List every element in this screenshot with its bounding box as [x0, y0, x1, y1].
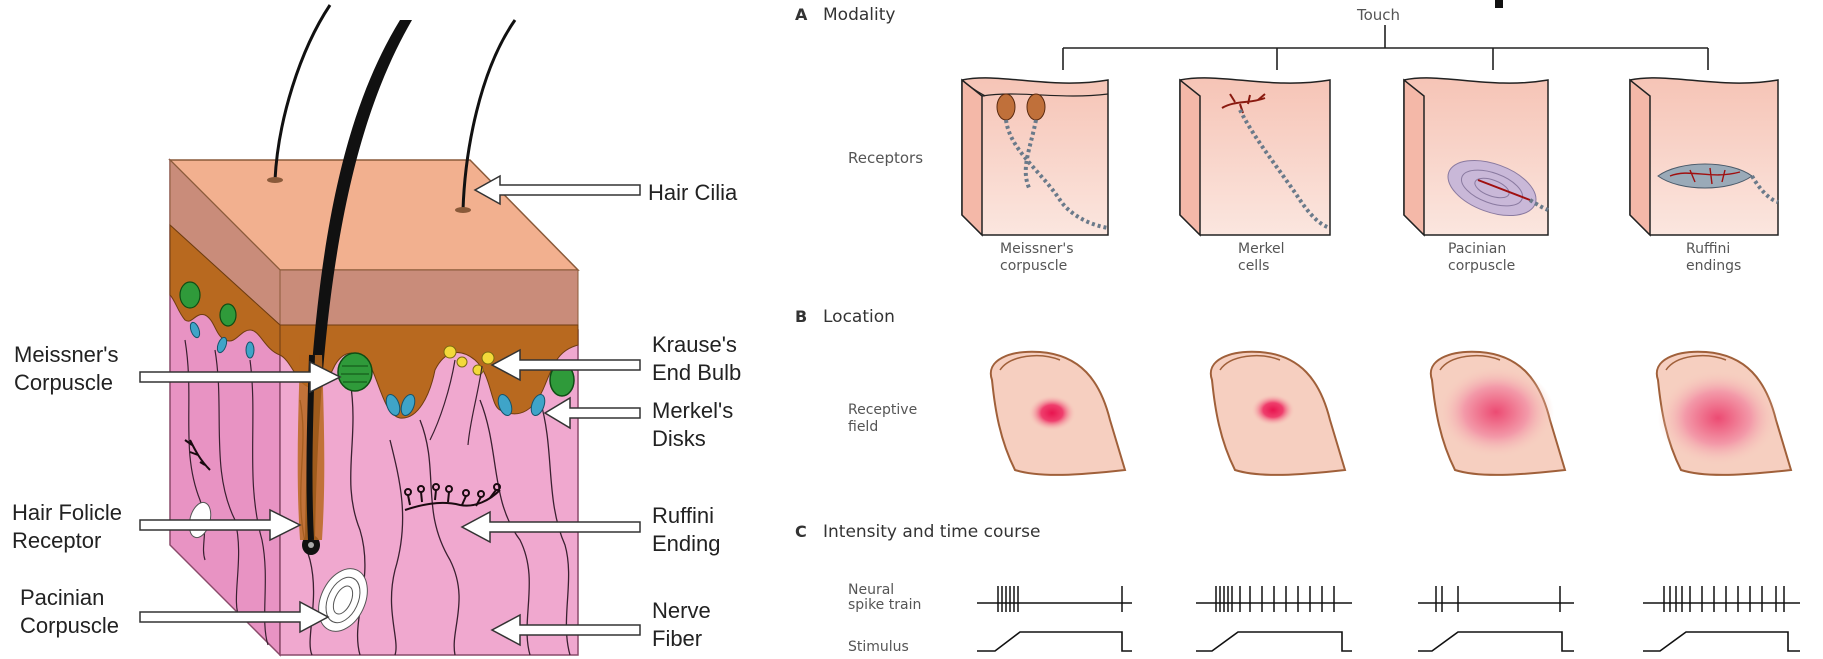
arrow-hair-cilia: [475, 176, 640, 204]
tile-merkel: [1180, 78, 1330, 235]
receptive-field-label-1: Receptive: [848, 402, 917, 418]
section-a-letter: A: [795, 5, 808, 24]
section-c-title: Intensity and time course: [823, 522, 1040, 542]
stimulus-label: Stimulus: [848, 639, 909, 655]
label-meissner-2: Corpuscle: [14, 370, 113, 395]
thin-hair-1: [275, 5, 330, 180]
label-merkel-2: Disks: [652, 426, 706, 451]
label-nerve-1: Nerve: [652, 598, 711, 623]
receptors-row-label: Receptors: [848, 149, 923, 167]
modality-tree: [1063, 25, 1708, 70]
stimulus-traces: [977, 632, 1800, 651]
caption-pacinian-1: Pacinian: [1448, 241, 1506, 257]
spike-train-4: [1643, 586, 1800, 612]
label-hair-follicle-2: Receptor: [12, 528, 101, 553]
caption-meissner-1: Meissner's: [1000, 241, 1074, 257]
corner-mark: [1495, 0, 1503, 8]
stimulus-1: [977, 632, 1132, 651]
label-merkel-1: Merkel's: [652, 398, 733, 423]
tile-ruffini: [1630, 78, 1778, 235]
label-meissner-1: Meissner's: [14, 342, 118, 367]
spike-train-1: [977, 586, 1132, 612]
label-hair-cilia: Hair Cilia: [648, 180, 738, 205]
label-krause-1: Krause's: [652, 332, 737, 357]
spike-train-label-1: Neural: [848, 582, 894, 598]
touch-root: Touch: [1356, 6, 1400, 24]
spike-train-2: [1196, 586, 1352, 612]
stimulus-4: [1643, 632, 1800, 651]
receptive-field-label-2: field: [848, 419, 878, 435]
spike-train-3: [1418, 586, 1574, 612]
fingertip-1: [991, 352, 1125, 475]
stimulus-3: [1418, 632, 1574, 651]
section-a-title: Modality: [823, 5, 895, 25]
label-hair-follicle-1: Hair Folicle: [12, 500, 122, 525]
caption-merkel-1: Merkel: [1238, 241, 1285, 257]
label-nerve-2: Fiber: [652, 626, 702, 651]
spike-trains: [977, 586, 1800, 612]
caption-pacinian-2: corpuscle: [1448, 258, 1515, 274]
skin-block: [170, 5, 578, 655]
spike-train-label-2: spike train: [848, 597, 921, 613]
label-ruffini-2: Ending: [652, 531, 721, 556]
fingertip-3: [1431, 352, 1565, 475]
caption-meissner-2: corpuscle: [1000, 258, 1067, 274]
stimulus-2: [1196, 632, 1352, 651]
section-c-letter: C: [795, 522, 807, 541]
label-ruffini-1: Ruffini: [652, 503, 714, 528]
caption-ruffini-2: endings: [1686, 258, 1741, 274]
fingertips: [991, 352, 1791, 475]
tile-pacinian: [1404, 78, 1548, 235]
label-pacinian-2: Corpuscle: [20, 613, 119, 638]
fingertip-4: [1657, 352, 1791, 475]
fingertip-2: [1211, 352, 1345, 475]
section-b-title: Location: [823, 307, 895, 327]
label-krause-2: End Bulb: [652, 360, 741, 385]
label-pacinian-1: Pacinian: [20, 585, 104, 610]
caption-merkel-2: cells: [1238, 258, 1269, 274]
tile-meissner: [962, 78, 1108, 235]
receptor-tiles: [962, 78, 1778, 235]
section-b-letter: B: [795, 307, 807, 326]
caption-ruffini-1: Ruffini: [1686, 241, 1730, 257]
